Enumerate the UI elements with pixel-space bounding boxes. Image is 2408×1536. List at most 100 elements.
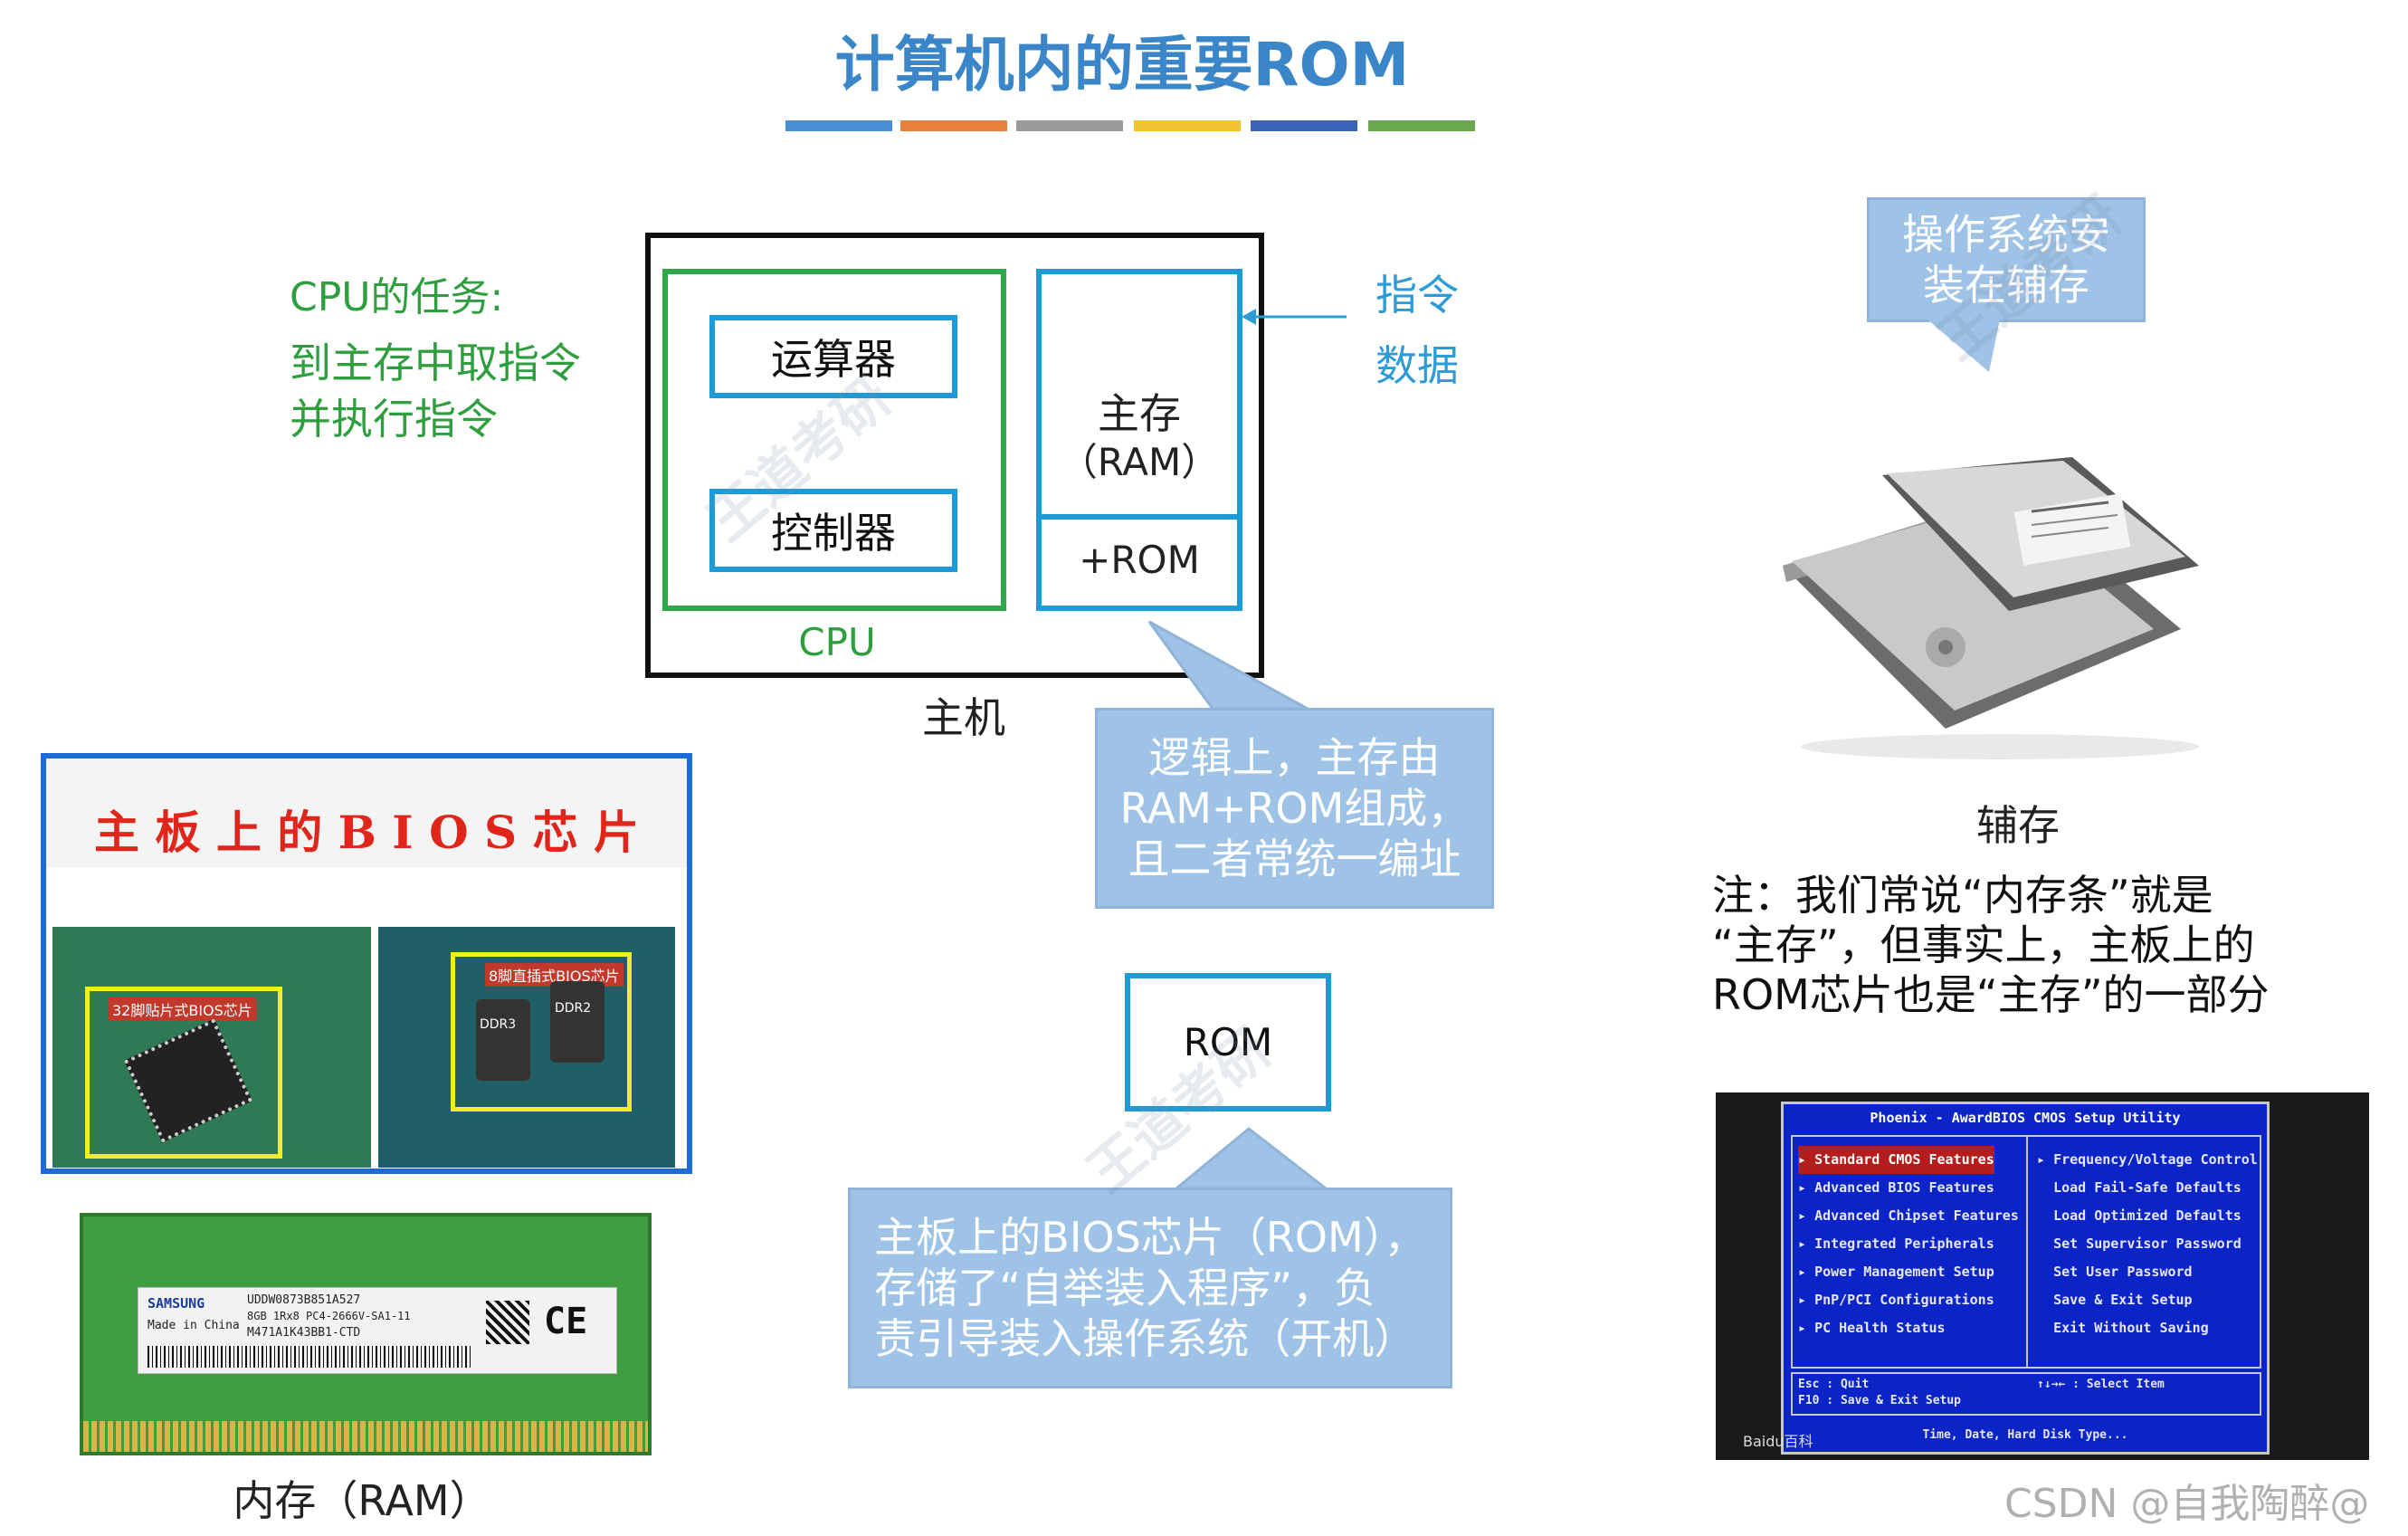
callout-logic-pointer xyxy=(1147,620,1309,711)
ddr3-label: DDR3 xyxy=(480,1017,517,1032)
main-memory-divider xyxy=(1036,514,1242,520)
ce-mark-icon: CE xyxy=(544,1301,588,1342)
os-callout-line1: 操作系统安 xyxy=(1902,210,2110,259)
page-title: 计算机内的重要ROM xyxy=(834,30,1410,100)
callout-logic-line3: 且二者常统一编址 xyxy=(1128,835,1461,883)
ram-stick-image: SAMSUNG Made in China UDDW0873B851A527 8… xyxy=(80,1213,652,1455)
cpu-task: CPU的任务: 到主存中取指令 并执行指令 xyxy=(290,270,670,447)
bios-item-2-label: Advanced Chipset Features xyxy=(1814,1207,2019,1224)
bios-chip-photo-left: 32脚贴片式BIOS芯片 xyxy=(52,927,371,1168)
instr-label: 指令 xyxy=(1375,271,1459,320)
bios-item-3-label: Integrated Peripherals xyxy=(1814,1235,1994,1252)
bios-footer-bottom: Time, Date, Hard Disk Type... xyxy=(1922,1428,2128,1442)
bios-item-10-label: Set Supervisor Password xyxy=(2053,1235,2241,1252)
bios-item-9-label: Load Optimized Defaults xyxy=(2053,1207,2241,1224)
callout-logic-line2: RAM+ROM组成， xyxy=(1119,784,1470,833)
ram-label: 内存（RAM） xyxy=(233,1476,491,1525)
note-text: 注：我们常说“内存条”就是 “主存”，但事实上，主板上的 ROM芯片也是“主存”… xyxy=(1712,871,2364,1020)
bios-screen-photo: Phoenix - AwardBIOS CMOS Setup Utility ▸… xyxy=(1716,1092,2369,1460)
bios-item-13[interactable]: Exit Without Saving xyxy=(2037,1314,2258,1342)
bios-item-8-label: Load Fail-Safe Defaults xyxy=(2053,1179,2241,1196)
bios-item-10[interactable]: Set Supervisor Password xyxy=(2037,1230,2258,1258)
chip1-highlight xyxy=(85,987,282,1159)
rom-part-label: +ROM xyxy=(1079,538,1200,582)
bios-footer2: F10 : Save & Exit Setup xyxy=(1798,1394,1962,1407)
callout-logic: 逻辑上，主存由 RAM+ROM组成， 且二者常统一编址 xyxy=(1095,708,1494,909)
bios-item-2[interactable]: ▸ Advanced Chipset Features xyxy=(1798,1207,2019,1224)
bios-footer-right: ↑↓→← : Select Item xyxy=(2037,1378,2165,1391)
main-memory-line1: 主存 xyxy=(1098,389,1181,438)
ddr2-label: DDR2 xyxy=(555,1001,592,1016)
bios-item-12-label: Save & Exit Setup xyxy=(2053,1292,2193,1308)
bios-header: Phoenix - AwardBIOS CMOS Setup Utility xyxy=(1870,1110,2181,1126)
main-memory-line2: （RAM） xyxy=(1059,440,1220,484)
chip1-label: 32脚贴片式BIOS芯片 xyxy=(109,997,256,1021)
bios-footer1: Esc : Quit xyxy=(1798,1378,1870,1391)
ram-code2: 8GB 1Rx8 PC4-2666V-SA1-11 xyxy=(247,1310,411,1322)
bios-item-11-label: Set User Password xyxy=(2053,1264,2193,1280)
note-line2: “主存”，但事实上，主板上的 xyxy=(1712,921,2255,969)
bios-right-menu: ▸ Frequency/Voltage Control Load Fail-Sa… xyxy=(2037,1146,2258,1342)
hard-drives-image xyxy=(1783,457,2199,759)
bios-item-0[interactable]: ▸ Standard CMOS Features xyxy=(1798,1146,1994,1174)
title-bar-6 xyxy=(1368,120,1475,131)
callout-bios-line2: 存储了“自举装入程序”，负 xyxy=(874,1264,1375,1312)
bios-item-6-label: PC Health Status xyxy=(1814,1320,1946,1336)
bios-item-3[interactable]: ▸ Integrated Peripherals xyxy=(1798,1235,1994,1252)
secondary-storage-label: 辅存 xyxy=(1976,801,2060,850)
callout-bios-line3: 责引导装入操作系统（开机） xyxy=(874,1314,1416,1363)
bios-item-4-label: Power Management Setup xyxy=(1814,1264,1994,1280)
bios-chip-panel-header-bg xyxy=(46,758,687,867)
note-line3: ROM芯片也是“主存”的一部分 xyxy=(1712,970,2270,1019)
ram-made: Made in China xyxy=(148,1319,240,1332)
cpu-task-line1: 到主存中取指令 xyxy=(290,339,581,387)
bios-setup-window: Phoenix - AwardBIOS CMOS Setup Utility ▸… xyxy=(1781,1102,2270,1455)
title-bar-2 xyxy=(900,120,1007,131)
ddr3-chip xyxy=(476,999,530,1081)
rom-box: ROM xyxy=(1125,973,1331,1111)
bios-item-7[interactable]: ▸ Frequency/Voltage Control xyxy=(2037,1151,2258,1168)
bios-item-5-label: PnP/PCI Configurations xyxy=(1814,1292,1994,1308)
alu-box: 运算器 xyxy=(709,315,957,398)
ram-sticker: SAMSUNG Made in China UDDW0873B851A527 8… xyxy=(138,1287,617,1374)
bios-item-11[interactable]: Set User Password xyxy=(2037,1258,2258,1286)
bios-item-0-label: Standard CMOS Features xyxy=(1814,1151,1994,1168)
ram-code3: M471A1K43BB1-CTD xyxy=(247,1326,361,1340)
bios-item-1-label: Advanced BIOS Features xyxy=(1814,1179,1994,1196)
ram-pins xyxy=(83,1421,648,1452)
bios-item-12[interactable]: Save & Exit Setup xyxy=(2037,1286,2258,1314)
ram-qr xyxy=(486,1301,529,1344)
os-callout-pointer xyxy=(1927,320,2000,372)
bios-item-8[interactable]: Load Fail-Safe Defaults xyxy=(2037,1174,2258,1202)
callout-logic-line1: 逻辑上，主存由 xyxy=(1148,733,1441,782)
bios-item-1[interactable]: ▸ Advanced BIOS Features xyxy=(1798,1179,1994,1196)
os-callout: 操作系统安 装在辅存 xyxy=(1867,197,2146,322)
title-bar-3 xyxy=(1016,120,1123,131)
note-line1: 注：我们常说“内存条”就是 xyxy=(1712,871,2213,920)
input-arrow xyxy=(1242,309,1347,325)
bios-left-menu: ▸ Standard CMOS Features ▸ Advanced BIOS… xyxy=(1798,1146,2019,1342)
controller-box: 控制器 xyxy=(709,489,957,572)
bios-item-5[interactable]: ▸ PnP/PCI Configurations xyxy=(1798,1292,1994,1308)
ddr2-chip xyxy=(550,981,604,1063)
cpu-task-line2: 并执行指令 xyxy=(290,395,498,444)
cpu-label: CPU xyxy=(798,620,876,664)
bios-item-7-label: Frequency/Voltage Control xyxy=(2053,1151,2258,1168)
title-bar-4 xyxy=(1134,120,1241,131)
bios-menu-divider xyxy=(2026,1135,2028,1369)
bios-item-4[interactable]: ▸ Power Management Setup xyxy=(1798,1264,1994,1280)
bios-chip-panel-title: 主 板 上 的 B I O S 芯 片 xyxy=(94,806,639,859)
os-callout-line2: 装在辅存 xyxy=(1923,261,2089,310)
title-bar-5 xyxy=(1251,120,1357,131)
callout-bios-line1: 主板上的BIOS芯片（ROM）， xyxy=(874,1213,1426,1262)
main-memory-box xyxy=(1036,269,1242,611)
bios-chip-photo-right: 8脚直插式BIOS芯片 DDR3 DDR2 xyxy=(378,927,675,1168)
bios-item-9[interactable]: Load Optimized Defaults xyxy=(2037,1202,2258,1230)
host-label: 主机 xyxy=(922,693,1005,742)
bios-item-6[interactable]: ▸ PC Health Status xyxy=(1798,1320,1946,1336)
bios-photo-watermark: Baidu百科 xyxy=(1743,1433,1813,1450)
cpu-task-heading: CPU的任务: xyxy=(290,274,504,320)
title-bar-1 xyxy=(785,120,892,131)
chip2-highlight xyxy=(451,952,632,1111)
main-memory-label: 主存 （RAM） xyxy=(1042,389,1237,487)
